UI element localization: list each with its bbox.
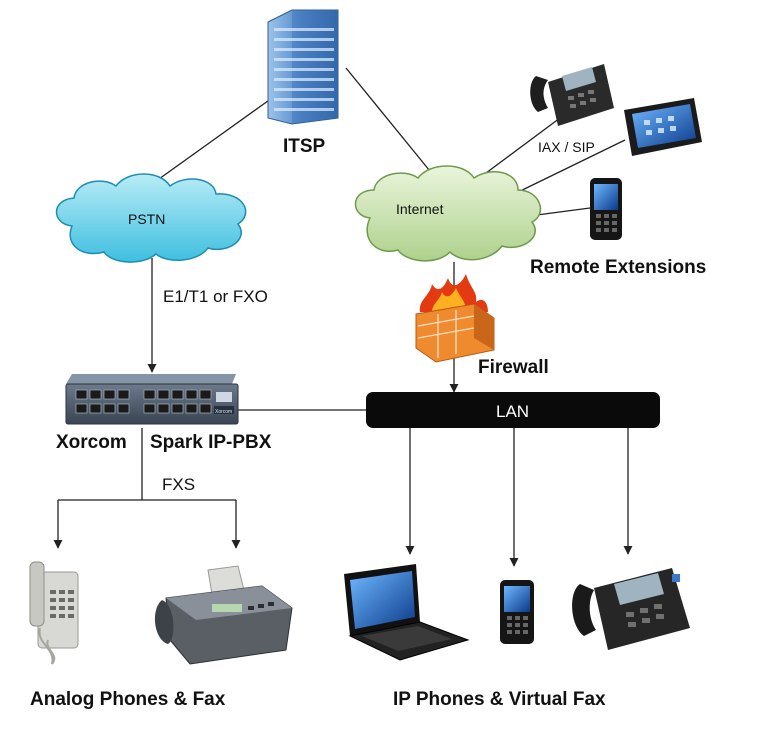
analog-group-label: Analog Phones & Fax — [30, 689, 226, 710]
ip-desk-phone-icon — [572, 568, 690, 650]
link-internet-tablet — [509, 139, 626, 197]
remote-extensions-label: Remote Extensions — [530, 257, 706, 278]
firewall-icon — [415, 274, 495, 363]
fxs-label: FXS — [162, 475, 195, 494]
firewall-label: Firewall — [478, 357, 549, 378]
ip-group-label: IP Phones & Virtual Fax — [393, 689, 606, 710]
connection-lines — [53, 67, 633, 567]
link-internet-desk-phone — [481, 117, 561, 177]
ip-pbx-appliance-icon — [65, 374, 239, 425]
analog-phone-icon — [29, 561, 79, 665]
lan-label: LAN — [496, 402, 529, 421]
tablet-icon — [624, 98, 702, 156]
pbx-badge-label: Xorcom — [215, 409, 232, 415]
link-itsp-pstn — [151, 97, 273, 185]
pstn-label: PSTN — [128, 211, 165, 227]
internet-label: Internet — [396, 201, 444, 217]
mobile-phone-icon — [500, 580, 534, 644]
laptop-icon — [344, 564, 470, 661]
pbx-brand-label: Xorcom — [56, 432, 127, 453]
ip-desk-phone-icon — [530, 64, 614, 126]
building-icon — [267, 9, 339, 125]
link-itsp-internet — [345, 67, 435, 177]
iax-sip-label: IAX / SIP — [538, 139, 595, 155]
pbx-model-label: Spark IP-PBX — [150, 432, 272, 453]
cloud-icon — [354, 165, 542, 262]
cloud-icon — [55, 173, 247, 263]
e1-t1-fxo-label: E1/T1 or FXO — [163, 287, 268, 306]
lan-bar — [366, 392, 660, 428]
itsp-label: ITSP — [283, 136, 326, 157]
mobile-phone-icon — [590, 178, 622, 240]
fax-machine-icon — [154, 565, 293, 665]
